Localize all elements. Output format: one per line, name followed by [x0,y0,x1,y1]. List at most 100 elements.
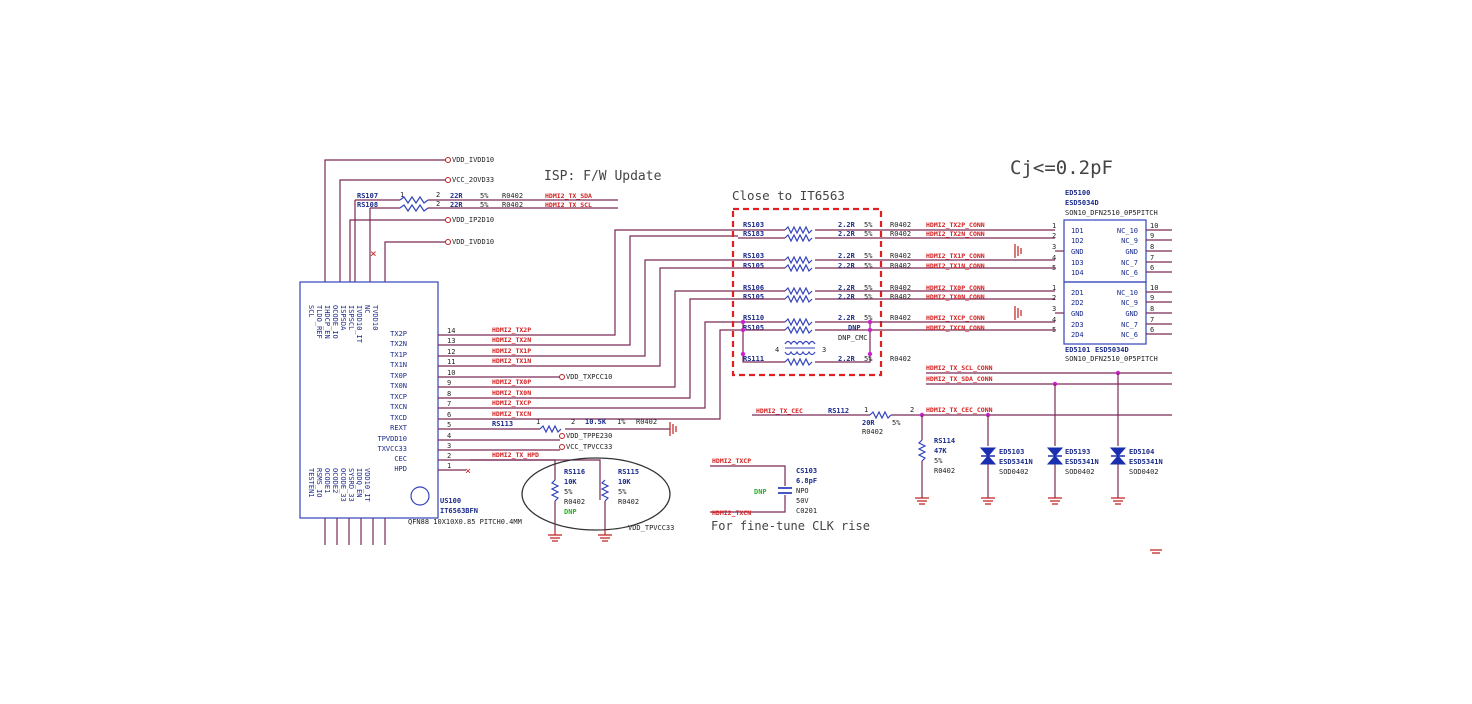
svg-text:8: 8 [1150,243,1154,251]
svg-text:20R: 20R [862,419,875,427]
rs107-pkg: R0402 [502,192,523,200]
rs108-tol: 5% [480,201,489,209]
svg-text:2: 2 [1052,294,1056,302]
svg-text:ED5103: ED5103 [999,448,1024,456]
svg-text:3: 3 [1052,305,1056,313]
svg-text:ESD5341N: ESD5341N [1065,458,1099,466]
svg-text:OCODE2: OCODE2 [331,468,339,493]
svg-text:1%: 1% [617,418,626,426]
svg-text:IHDCP_EN: IHDCP_EN [323,305,331,339]
svg-text:8: 8 [447,390,451,398]
svg-text:10K: 10K [564,478,577,486]
svg-text:OCODE_33: OCODE_33 [339,468,347,502]
rs108-pkg: R0402 [502,201,523,209]
svg-text:TX0P: TX0P [390,372,407,380]
svg-text:SOD0402: SOD0402 [1129,468,1159,476]
ic-right-wires: × [438,229,738,477]
svg-text:4: 4 [1052,316,1056,324]
svg-text:RSMS_IO: RSMS_IO [315,468,323,498]
svg-text:1D4: 1D4 [1071,269,1084,277]
rs108-ref: RS108 [357,201,378,209]
vdd-txpcc-label: VDD_TXPCC10 [566,373,612,381]
rs116-ref: RS116 [564,468,585,476]
svg-text:2D1: 2D1 [1071,289,1084,297]
svg-text:R0402: R0402 [890,284,911,292]
svg-text:1: 1 [864,406,868,414]
svg-text:SCL: SCL [307,305,315,318]
svg-text:RS111: RS111 [743,355,764,363]
rs108-pin2: 2 [436,200,440,208]
rs113-ref: RS113 [492,420,513,428]
svg-text:RS112: RS112 [828,407,849,415]
vdd-tppe-label: VDD_TPPE230 [566,432,612,440]
svg-text:HDMI2_TX0P_CONN: HDMI2_TX0P_CONN [926,284,985,292]
svg-text:7: 7 [1150,254,1154,262]
svg-text:ED5104: ED5104 [1129,448,1154,456]
pullup-resistors: RS116 10K 5% R0402 DNP RS115 10K 5% R040… [521,457,674,542]
cs103-dnp: DNP [754,488,767,496]
svg-text:HDMI2_TX_CEC: HDMI2_TX_CEC [756,407,803,415]
svg-text:6: 6 [447,411,451,419]
svg-text:SON10_DFN2510_0P5PITCH: SON10_DFN2510_0P5PITCH [1065,209,1158,217]
svg-text:5%: 5% [564,488,573,496]
svg-text:RS114: RS114 [934,437,955,445]
svg-text:2.2R: 2.2R [838,262,856,270]
svg-text:TVDD10: TVDD10 [371,305,379,330]
svg-text:NC: NC [363,305,371,313]
svg-text:VDD10_IT: VDD10_IT [363,468,371,503]
svg-text:2: 2 [910,406,914,414]
svg-text:NC_7: NC_7 [1121,259,1138,267]
svg-text:GND: GND [1125,248,1138,256]
net-tx-sda: HDMI2_TX_SDA [545,192,592,200]
svg-text:RS105: RS105 [743,324,764,332]
rs107-pin1: 1 [400,191,404,199]
svg-text:R0402: R0402 [890,221,911,229]
svg-text:ED5101: ED5101 [1065,346,1090,354]
svg-text:R0402: R0402 [890,293,911,301]
ic-side-labels: VDD_TXPCC10 RS113 1 2 10.5K 1% R0402 VDD… [470,373,677,500]
svg-text:ED5100: ED5100 [1065,189,1090,197]
svg-text:IDDQ_EN: IDDQ_EN [355,468,363,498]
svg-text:TPVDD10: TPVDD10 [377,435,407,443]
svg-text:4: 4 [1052,254,1056,262]
svg-text:2D3: 2D3 [1071,321,1084,329]
close-to-box [731,207,883,377]
svg-text:2.2R: 2.2R [838,284,856,292]
svg-text:RS103: RS103 [743,221,764,229]
svg-text:TX2N: TX2N [390,340,407,348]
svg-text:9: 9 [1150,294,1154,302]
svg-text:CEC: CEC [394,455,407,463]
svg-text:IVDD10_IT: IVDD10_IT [355,305,363,344]
cmc-label: DNP_CMC [838,334,868,342]
svg-text:ISPSDA: ISPSDA [339,305,347,331]
no-connect-mark: × [370,247,377,260]
svg-text:HDMI2_TXCN: HDMI2_TXCN [712,509,751,517]
svg-text:R0402: R0402 [890,252,911,260]
svg-text:5%: 5% [864,221,873,229]
svg-text:RS103: RS103 [743,252,764,260]
svg-text:3: 3 [1052,243,1056,251]
hdmi-tx-hpd-net: HDMI2_TX_HPD [492,451,539,459]
svg-text:10K: 10K [618,478,631,486]
svg-text:2.2R: 2.2R [838,355,856,363]
svg-text:ED5193: ED5193 [1065,448,1090,456]
svg-text:5: 5 [447,421,451,429]
svg-text:TXVCC33: TXVCC33 [377,445,407,453]
rs107-value: 22R [450,192,463,200]
svg-text:OCODE1: OCODE1 [323,468,331,493]
svg-text:NC_10: NC_10 [1117,227,1138,235]
us100-part: IT6563BFN [440,507,478,515]
svg-text:HDMI2_TX0N_CONN: HDMI2_TX0N_CONN [926,293,985,301]
svg-text:TX1P: TX1P [390,351,407,359]
svg-text:HDMI2_TX1N_CONN: HDMI2_TX1N_CONN [926,262,985,270]
main-ic-us100: SCL TLDO_REF IHDCP_EN OCODE_IO ISPSDA IS… [299,281,522,545]
svg-text:HDMI2_TX1P: HDMI2_TX1P [492,347,531,355]
svg-text:HDMI2_TX2N: HDMI2_TX2N [492,336,531,344]
svg-text:14: 14 [447,327,455,335]
svg-text:2: 2 [1052,232,1056,240]
svg-text:HDMI2_TXCP: HDMI2_TXCP [712,457,751,465]
svg-text:NC_9: NC_9 [1121,299,1138,307]
svg-text:1D3: 1D3 [1071,259,1084,267]
svg-text:NPO: NPO [796,487,809,495]
svg-text:HDMI2_TX0N: HDMI2_TX0N [492,389,531,397]
